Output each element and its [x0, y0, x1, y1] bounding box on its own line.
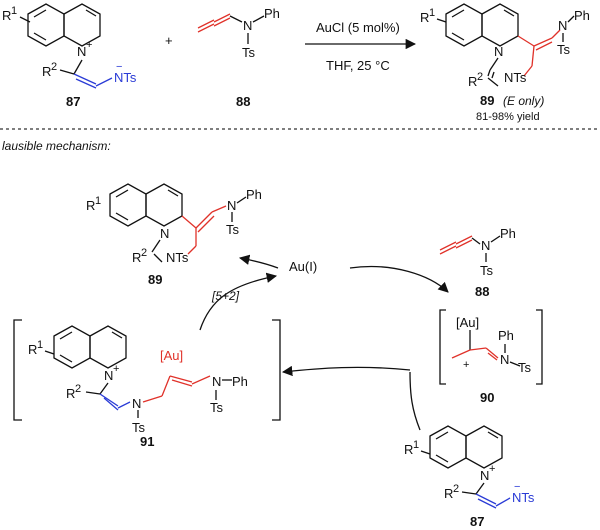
- plus-sign-87: +: [86, 39, 92, 51]
- r2-sup-91: 2: [75, 383, 81, 395]
- mech-label-90: 90: [480, 390, 494, 405]
- conditions-top: AuCl (5 mol%): [316, 20, 400, 35]
- mech-n-89: N: [227, 198, 236, 213]
- mech-n-88: N: [481, 238, 490, 253]
- mech-ylide-87: R 1 N + R 2 − NTs 87: [404, 425, 535, 529]
- n-plus-87: N: [77, 44, 86, 59]
- n-label-90: N: [500, 352, 509, 367]
- bracket-left-90: [439, 309, 446, 385]
- n-plus-91: N: [104, 368, 113, 383]
- mech-r2sup-89: 2: [141, 247, 147, 259]
- mech-minus-87: −: [514, 481, 520, 493]
- mech-allenamide-88: N Ph Ts 88: [439, 226, 516, 299]
- mech-ph-88: Ph: [500, 226, 516, 241]
- ph-label-91: Ph: [232, 374, 248, 389]
- mech-label-89: 89: [148, 272, 162, 287]
- r1-sup-91: 1: [37, 339, 43, 351]
- mech-r2-89: R: [132, 250, 141, 265]
- arrow-to-89: [238, 254, 279, 269]
- mechanism-heading: lausible mechanism:: [2, 139, 111, 153]
- mech-label-88: 88: [475, 284, 489, 299]
- intermediate-91: R 1 N + R 2 N Ts [Au] N Ph Ts 91: [13, 319, 281, 449]
- compound-label-88-top: 88: [236, 94, 250, 109]
- ts-label-88: Ts: [242, 45, 256, 60]
- mech-ts-89: Ts: [226, 222, 240, 237]
- ts-label-89: Ts: [557, 42, 571, 57]
- arrow-to-90: [349, 265, 449, 293]
- ts-label-90: Ts: [518, 360, 532, 375]
- mech-product-89: R 1 N R 2 NTs N Ph Ts 89: [86, 183, 262, 287]
- ph-label-90: Ph: [498, 328, 514, 343]
- r1-label-87: R: [2, 8, 11, 23]
- ts-label-91: Ts: [210, 400, 224, 415]
- mech-n-ring-89: N: [160, 226, 169, 241]
- au-label-90: [Au]: [456, 315, 479, 330]
- bracket-left-91: [13, 319, 22, 421]
- mech-r1-87: R: [404, 442, 413, 457]
- r1-sup-87: 1: [11, 5, 17, 17]
- mech-label-91: 91: [140, 434, 154, 449]
- r1-label-89: R: [420, 10, 429, 25]
- compound-label-87-top: 87: [66, 94, 80, 109]
- reactant-87: R 1 N + R 2 NTs − 87: [2, 3, 137, 109]
- mech-r2sup-87: 2: [453, 483, 459, 495]
- arrow-from-87: [409, 371, 421, 431]
- n-label-91b: N: [212, 374, 221, 389]
- conditions-bottom: THF, 25 °C: [326, 58, 390, 73]
- mech-ph-89: Ph: [246, 187, 262, 202]
- compound-label-89-top: 89: [480, 93, 494, 108]
- ph-label-88: Ph: [264, 6, 280, 21]
- mech-r1sup-87: 1: [413, 439, 419, 451]
- au-label-91: [Au]: [160, 348, 183, 363]
- intermediate-90: [Au] + N Ph Ts 90: [439, 309, 543, 405]
- mech-nts-87: NTs: [512, 490, 535, 505]
- r2-label-87: R: [42, 64, 51, 79]
- r2-label-89: R: [468, 74, 477, 89]
- product-89: R 1 N R 2 NTs N Ph Ts 89 (E only) 81-98%…: [420, 3, 590, 123]
- bracket-right-90: [536, 309, 543, 385]
- r1-label-91: R: [28, 342, 37, 357]
- minus-sign-87: −: [116, 61, 122, 73]
- mech-plus-87: +: [489, 463, 495, 475]
- mech-label-87: 87: [470, 514, 484, 529]
- ts-n-91: Ts: [132, 420, 146, 435]
- mech-nts-89: NTs: [166, 250, 189, 265]
- e-only-note: (E only): [503, 94, 544, 108]
- step-label-5-2: [5+2]: [211, 289, 240, 303]
- arrow-5-2-step: [199, 272, 278, 331]
- ph-label-89: Ph: [574, 8, 590, 23]
- r1-sup-89: 1: [429, 7, 435, 19]
- nts-label-89: NTs: [504, 70, 527, 85]
- mech-r1sup-89: 1: [95, 195, 101, 207]
- n-ring-89: N: [494, 44, 503, 59]
- arrow-to-91: [281, 365, 411, 377]
- plus-operator: +: [165, 33, 173, 48]
- r2-sup-87: 2: [51, 61, 57, 73]
- mech-r1-89: R: [86, 198, 95, 213]
- n-label-89: N: [558, 18, 567, 33]
- n-label-91: N: [132, 396, 141, 411]
- r2-label-91: R: [66, 386, 75, 401]
- bracket-right-91: [272, 319, 281, 421]
- mech-r2-87: R: [444, 486, 453, 501]
- plus-90: +: [463, 359, 469, 371]
- mech-ts-88: Ts: [480, 263, 494, 278]
- n-label-88: N: [243, 18, 252, 33]
- mech-n-plus-87: N: [480, 468, 489, 483]
- r2-sup-89: 2: [477, 71, 483, 83]
- yield-label: 81-98% yield: [476, 111, 540, 123]
- plus-91: +: [113, 363, 119, 375]
- reactant-88: N Ph Ts 88: [197, 6, 280, 109]
- catalyst-label: Au(I): [289, 259, 317, 274]
- nts-label-87: NTs: [114, 70, 137, 85]
